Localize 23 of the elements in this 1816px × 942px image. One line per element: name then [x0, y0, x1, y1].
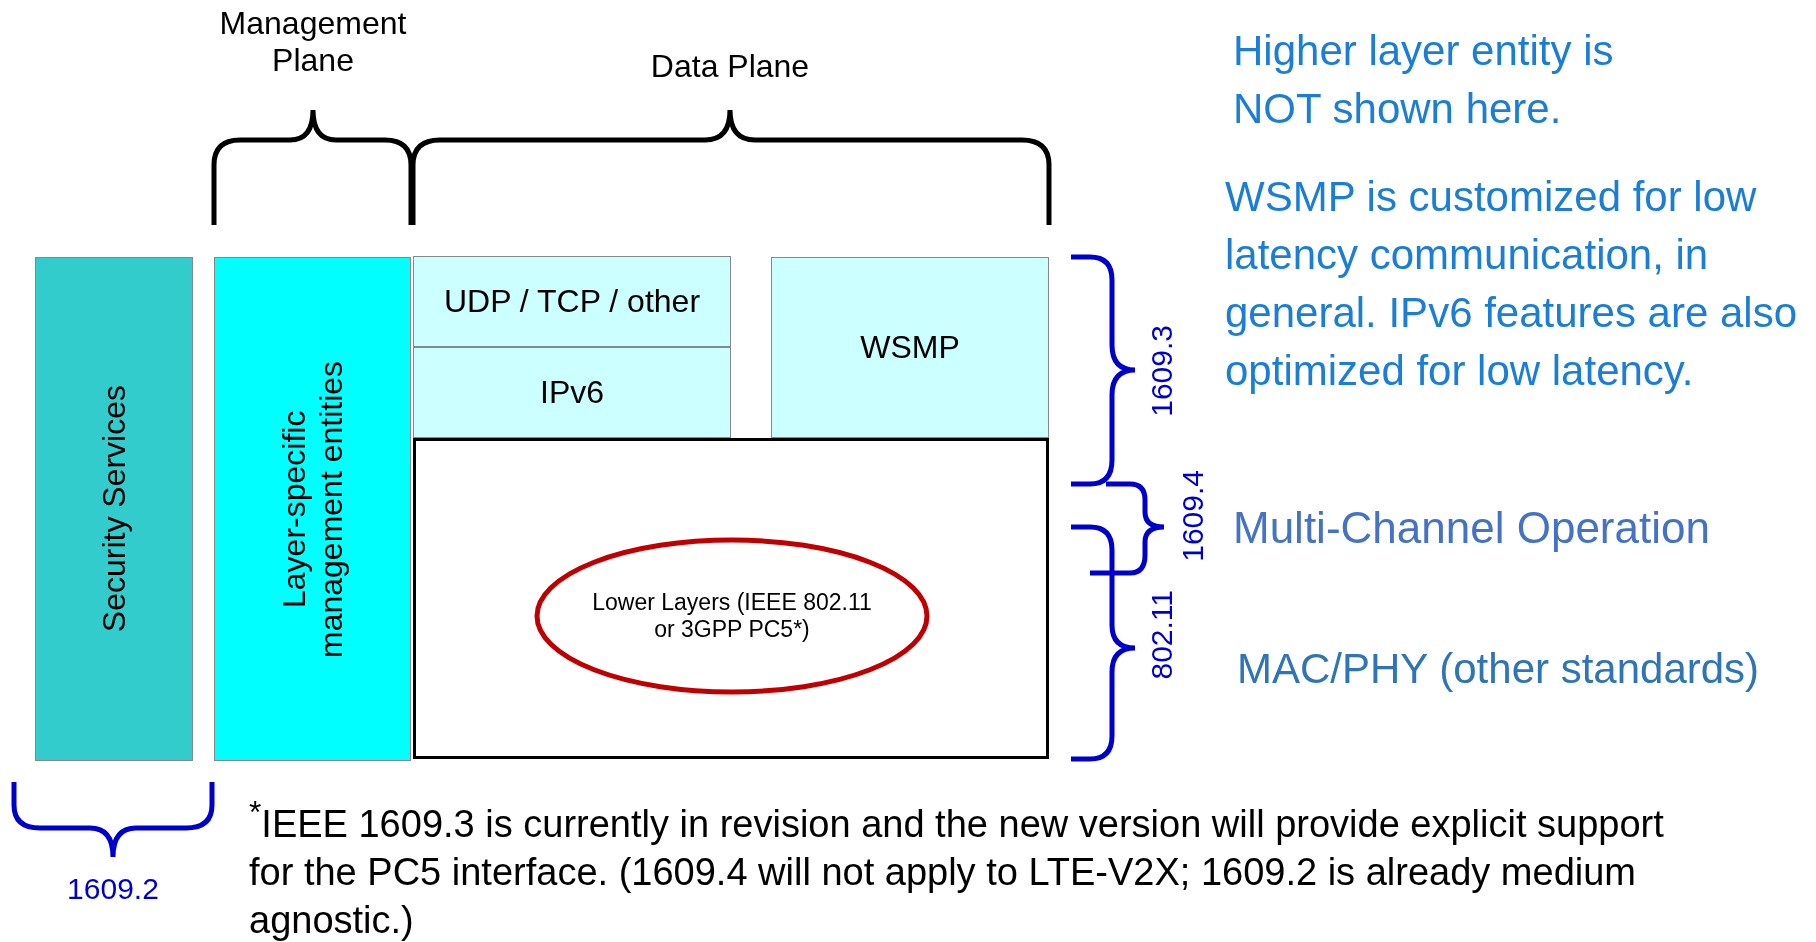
block-label: WSMP — [860, 329, 960, 366]
block-label: IPv6 — [540, 374, 604, 411]
note-text: WSMP is customized for low latency communication, in general. IPv6 features are also optimized for low latency. — [1225, 172, 1798, 396]
layer-name: MAC/PHY (other standards) — [1237, 645, 1760, 694]
footnote-text: $^{*}$IEEE 1609.3 is currently in revision and the new version will provide explicit support for the PC5 interface. (1609.4 will not apply to LTE-V2X; 1609.2 is already medium agnostic.) — [249, 793, 1665, 942]
block-label: Layer-specific management entities — [275, 359, 350, 660]
block-label: UDP / TCP / other — [443, 283, 701, 320]
block-label: Security Services — [95, 385, 133, 633]
ellipse-label: Lower Layers (IEEE 802.11 or 3GPP PC5*) — [591, 589, 873, 643]
management-block — [214, 257, 411, 761]
protocol-block — [771, 257, 1049, 438]
lower-layer-box — [413, 438, 1049, 759]
security-block — [35, 257, 193, 761]
standard-number: 1609.3 — [1145, 325, 1179, 417]
standard-number: 802.11 — [1145, 590, 1179, 680]
standard-number: 1609.2 — [66, 872, 160, 907]
note-text: Higher layer entity is NOT shown here. — [1233, 26, 1615, 134]
protocol-block — [413, 256, 731, 347]
layer-name: Multi-Channel Operation — [1233, 503, 1710, 554]
protocol-block — [413, 347, 731, 438]
plane-label: Data Plane — [649, 48, 811, 85]
plane-label: Management Plane — [218, 5, 408, 79]
standard-number: 1609.4 — [1176, 470, 1210, 562]
